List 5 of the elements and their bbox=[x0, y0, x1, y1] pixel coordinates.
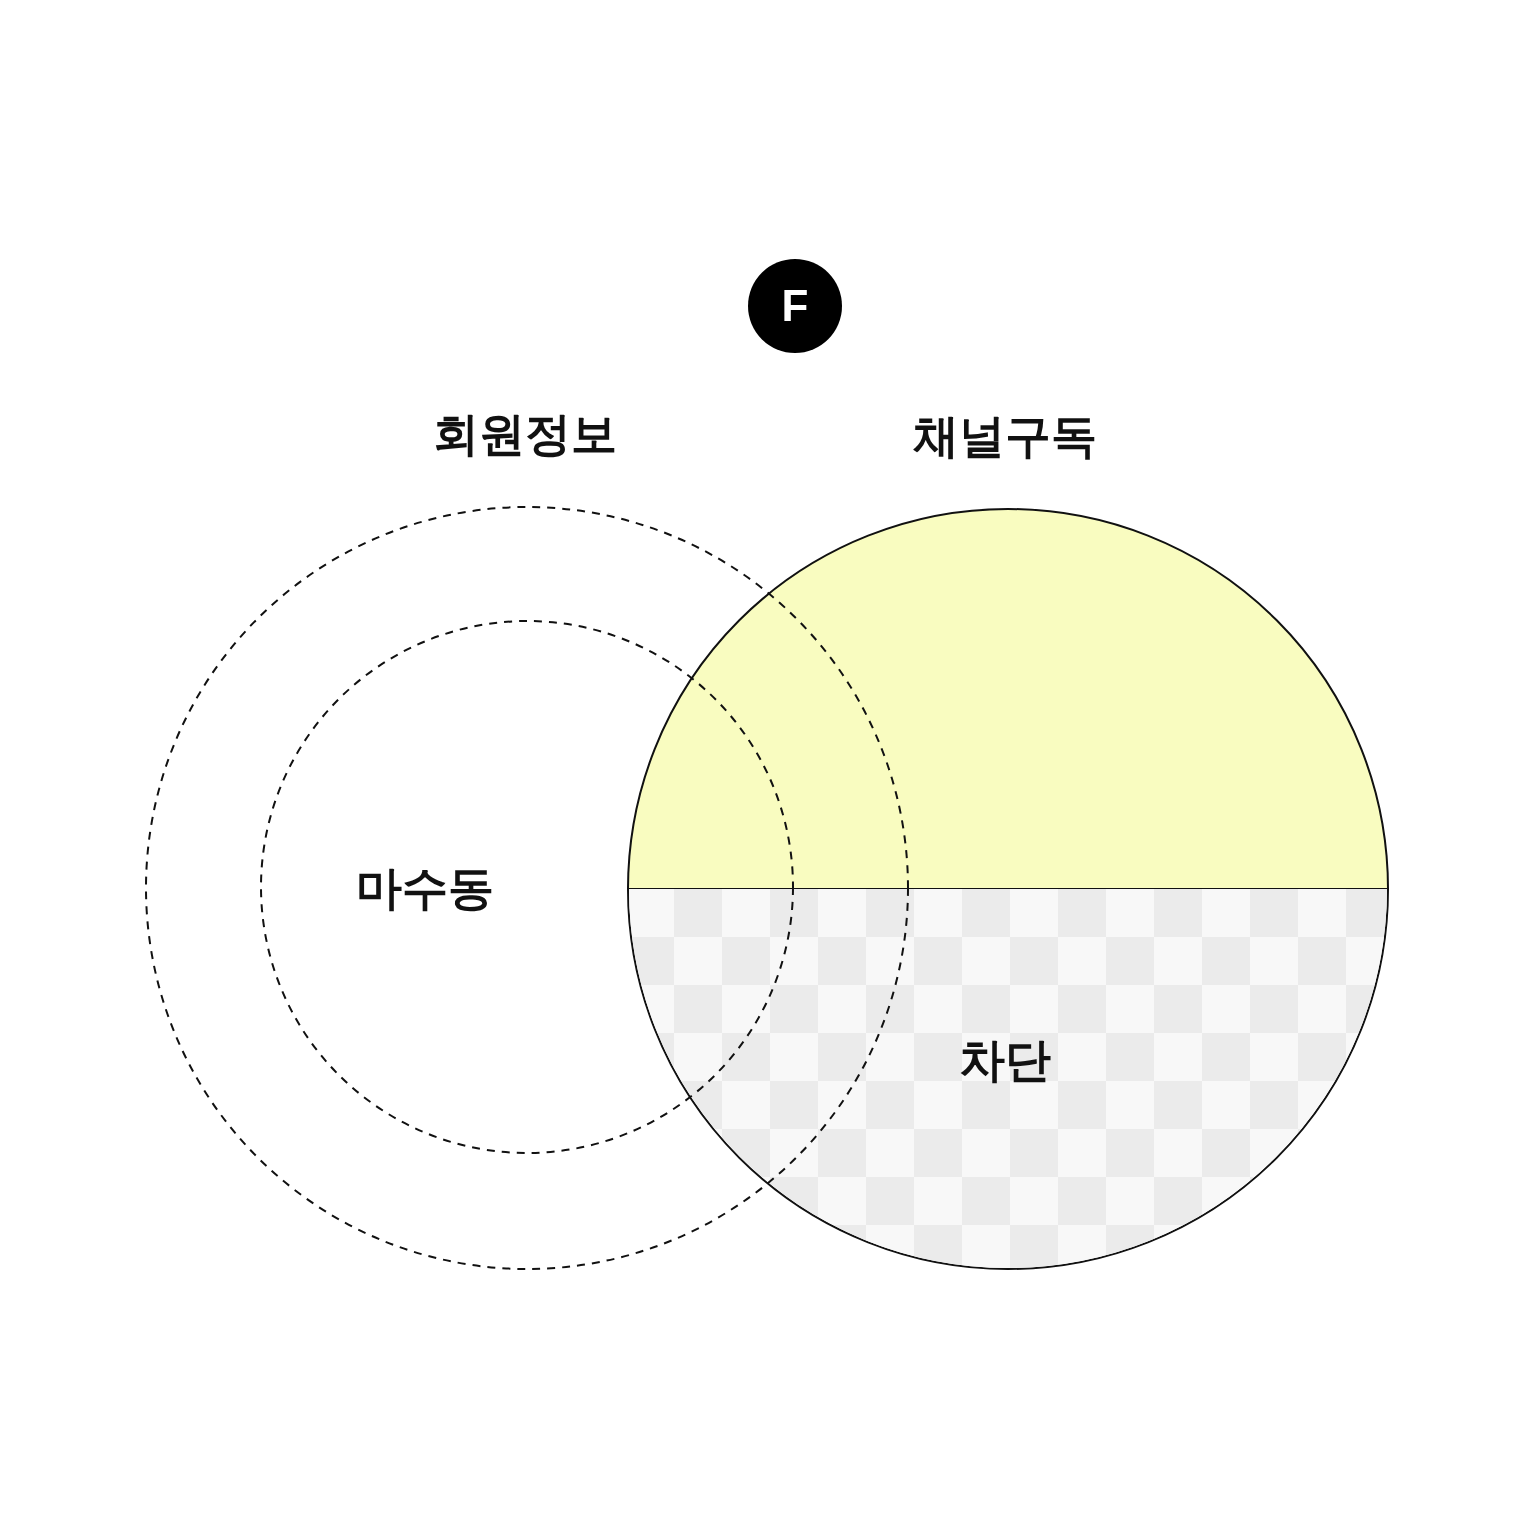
set-heading: 채널구독 bbox=[913, 413, 1097, 459]
letter-badge: F bbox=[748, 259, 842, 353]
region-label: 차단 bbox=[959, 1037, 1051, 1083]
region-label: 마수동 bbox=[356, 865, 494, 911]
set-heading: 회원정보 bbox=[433, 411, 617, 457]
